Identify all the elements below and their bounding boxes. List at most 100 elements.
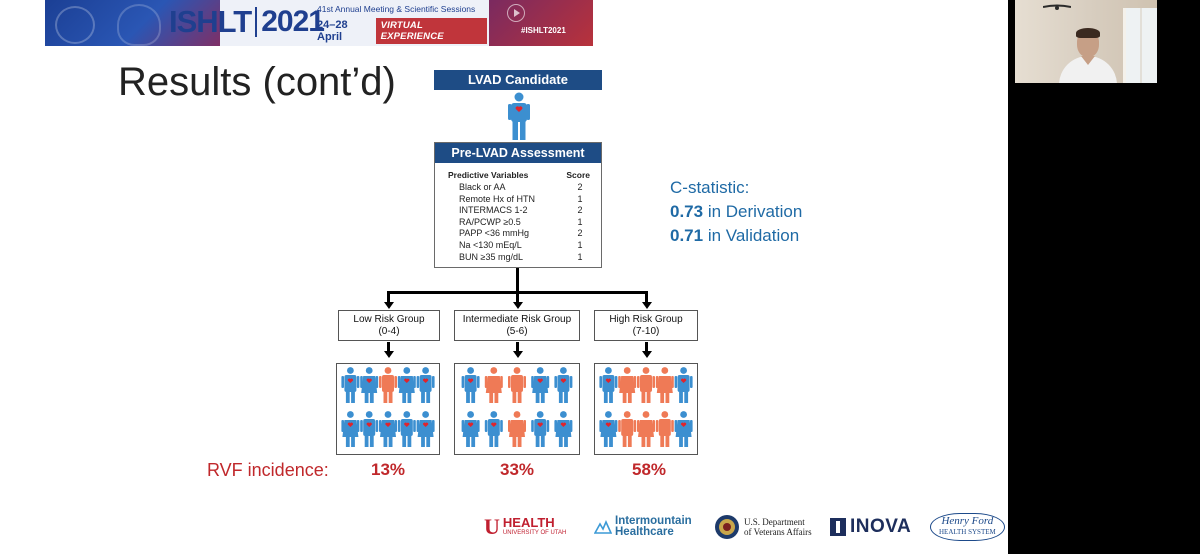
people-grid-low [336, 363, 440, 455]
va-name: U.S. Department [744, 517, 805, 527]
person-icon [674, 411, 693, 447]
person-icon [360, 411, 379, 447]
sponsor-veterans-affairs: U.S. Department of Veterans Affairs [714, 514, 812, 540]
derivation-line: 0.73 in Derivation [670, 200, 802, 224]
c-statistic-block: C-statistic: 0.73 in Derivation 0.71 in … [670, 176, 802, 248]
intermountain-logo-icon [594, 520, 612, 534]
group-range: (0-4) [378, 326, 400, 337]
ishlt-logo: ISHLT 2021 [169, 4, 325, 40]
group-range: (5-6) [506, 326, 528, 337]
slide-title: Results (cont’d) [118, 60, 396, 104]
u-logo-icon: U [484, 514, 500, 539]
person-icon [341, 411, 360, 447]
score-cell: 1 [577, 216, 583, 227]
variable-cell: RA/PCWP ≥0.5 [459, 216, 521, 227]
person-icon [397, 411, 416, 447]
sponsor-intermountain-healthcare: Intermountain Healthcare [594, 514, 692, 540]
meeting-name: 41st Annual Meeting & Scientific Session… [317, 4, 476, 14]
people-icons [341, 367, 435, 447]
person-icon [531, 367, 550, 403]
presenter-hair [1076, 28, 1100, 38]
person-icon [484, 411, 503, 447]
person-icon [461, 411, 480, 447]
header-score: Score [566, 170, 590, 180]
derivation-text: in Derivation [703, 202, 803, 221]
person-icon [397, 367, 416, 403]
table-row: Na <130 mEq/L 1 [435, 240, 601, 252]
banner-art-right: #ISHLT2021 [489, 0, 593, 46]
person-icon-affected [655, 367, 674, 403]
connector-line [516, 291, 519, 303]
variable-cell: Remote Hx of HTN [459, 193, 536, 204]
intermountain-text: Intermountain Healthcare [615, 515, 692, 538]
person-icon [599, 367, 618, 403]
people-icons [599, 367, 693, 447]
variable-cell: BUN ≥35 mg/dL [459, 251, 523, 262]
person-icon [554, 367, 573, 403]
score-cell: 1 [577, 239, 583, 250]
person-icon [599, 411, 618, 447]
logo-divider [255, 7, 258, 37]
ceiling-fan-icon [1043, 4, 1071, 10]
henry-ford-name: Henry Ford [941, 515, 994, 527]
risk-group-low: Low Risk Group (0-4) [338, 310, 440, 341]
score-cell: 2 [577, 205, 583, 216]
sponsor-henry-ford: Henry Ford HEALTH SYSTEM [930, 513, 1005, 541]
rvf-incidence-label: RVF incidence: [207, 460, 329, 480]
inova-name: INOVA [850, 516, 912, 537]
henry-ford-text: Henry Ford HEALTH SYSTEM [930, 513, 1005, 541]
arrow-head [512, 302, 523, 309]
person-icon [360, 367, 379, 403]
webcam-window [1123, 8, 1157, 83]
presenter-webcam-tile[interactable] [1015, 0, 1157, 83]
presentation-slide: ISHLT 2021 41st Annual Meeting & Scienti… [0, 0, 1008, 554]
variable-cell: Na <130 mEq/L [459, 239, 522, 250]
meeting-dates: 24–28 April [317, 19, 348, 43]
logo-text: ISHLT [169, 4, 252, 39]
person-icon-affected [379, 367, 397, 403]
group-name: Intermediate Risk Group [462, 314, 572, 325]
table-header-row: Predictive Variables Score [435, 163, 601, 182]
arrow-head [383, 302, 394, 309]
arrow-head [641, 351, 652, 358]
risk-group-high: High Risk Group (7-10) [594, 310, 698, 341]
person-icon [379, 411, 397, 447]
henry-ford-sub: HEALTH SYSTEM [939, 528, 996, 536]
person-icon-affected [637, 367, 655, 403]
c-statistic-label: C-statistic: [670, 178, 750, 197]
va-sub: of Veterans Affairs [744, 527, 812, 537]
inova-logo-icon [830, 518, 846, 536]
header-variable: Predictive Variables [448, 170, 529, 180]
connector-line [516, 268, 519, 292]
conference-banner: ISHLT 2021 41st Annual Meeting & Scienti… [45, 0, 593, 46]
person-icon-affected [484, 367, 503, 403]
uhealth-text: HEALTH UNIVERSITY OF UTAH [503, 516, 566, 538]
score-cell: 2 [577, 182, 583, 192]
sponsor-university-of-utah-health: U HEALTH UNIVERSITY OF UTAH [484, 514, 566, 540]
person-icon [416, 367, 435, 403]
rvf-value-intermediate: 33% [499, 460, 535, 479]
lvad-candidate-header: LVAD Candidate [434, 70, 602, 90]
group-name: High Risk Group [609, 314, 683, 325]
person-icon [416, 411, 435, 447]
validation-line: 0.71 in Validation [670, 224, 802, 248]
arrow-head [512, 351, 523, 358]
banner-art-left [45, 0, 220, 46]
arrow-head [641, 302, 652, 309]
connector-line [516, 342, 519, 352]
variable-cell: Black or AA [459, 182, 506, 192]
person-icon-affected [655, 411, 674, 447]
assessment-title: Pre-LVAD Assessment [435, 143, 601, 163]
person-icon-affected [508, 411, 526, 447]
person-icon-affected [508, 367, 526, 403]
variable-cell: PAPP <36 mmHg [459, 228, 529, 239]
validation-value: 0.71 [670, 226, 704, 245]
people-grid-high [594, 363, 698, 455]
risk-group-intermediate: Intermediate Risk Group (5-6) [454, 310, 580, 341]
derivation-value: 0.73 [670, 202, 704, 221]
